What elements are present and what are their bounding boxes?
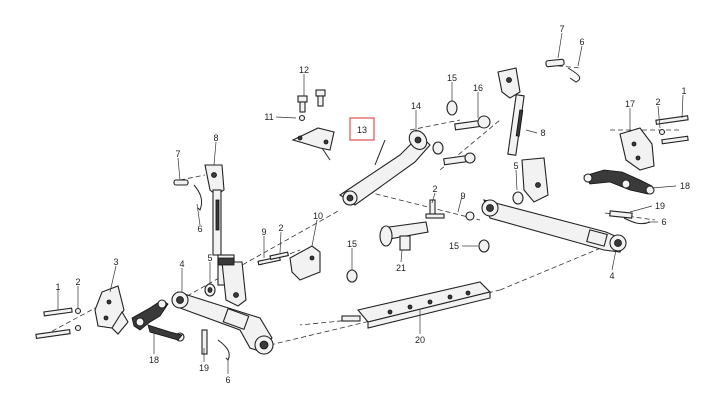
callout-9[interactable]: 9: [460, 191, 465, 201]
callout-12[interactable]: 12: [299, 65, 309, 75]
lower-link-right[interactable]: [481, 199, 627, 253]
highlight-box-13: [349, 117, 375, 141]
side-bolts-left[interactable]: [257, 245, 321, 281]
lift-rod-left[interactable]: [204, 164, 247, 307]
callout-2[interactable]: 2: [655, 97, 660, 107]
pin-clip-left[interactable]: [173, 179, 203, 211]
callout-15[interactable]: 15: [449, 241, 459, 251]
pin-21-assembly[interactable]: [379, 199, 475, 251]
callout-6[interactable]: 6: [225, 375, 230, 385]
callout-8[interactable]: 8: [540, 128, 545, 138]
callout-8[interactable]: 8: [213, 133, 218, 143]
drawbar[interactable]: [341, 281, 492, 329]
callout-4[interactable]: 4: [179, 259, 184, 269]
bracket-left[interactable]: [94, 285, 129, 335]
callout-19[interactable]: 19: [655, 201, 665, 211]
bracket-13[interactable]: [291, 127, 335, 161]
callout-14[interactable]: 14: [411, 101, 421, 111]
callout-20[interactable]: 20: [415, 335, 425, 345]
pin-clip-right[interactable]: [609, 210, 651, 225]
callout-9[interactable]: 9: [261, 227, 266, 237]
callouts: 1 2 3 4 5 7 8 6 9 2 10 12 11 13 14 15 16…: [55, 24, 690, 385]
callout-6[interactable]: 6: [197, 224, 202, 234]
callout-2[interactable]: 2: [278, 223, 283, 233]
callout-19[interactable]: 19: [199, 363, 209, 373]
callout-16[interactable]: 16: [473, 83, 483, 93]
leader-lines: [57, 32, 684, 374]
lower-link-left[interactable]: [171, 291, 274, 355]
callout-6[interactable]: 6: [579, 37, 584, 47]
callout-1[interactable]: 1: [681, 86, 686, 96]
callout-5[interactable]: 5: [513, 161, 518, 171]
pin-clip-top-right[interactable]: [545, 58, 581, 83]
assembly-lines: [44, 64, 680, 346]
bolts-right[interactable]: [655, 115, 689, 145]
callout-2[interactable]: 2: [75, 277, 80, 287]
callout-4[interactable]: 4: [609, 271, 614, 281]
bracket-right[interactable]: [619, 127, 655, 171]
callout-18[interactable]: 18: [149, 355, 159, 365]
pin-clip-bottom[interactable]: [201, 329, 230, 361]
top-link[interactable]: [339, 127, 431, 206]
callout-7[interactable]: 7: [175, 149, 180, 159]
callout-18[interactable]: 18: [680, 181, 690, 191]
callout-10[interactable]: 10: [313, 211, 323, 221]
stabilizer-chain-right[interactable]: [583, 169, 655, 195]
callout-2[interactable]: 2: [432, 184, 437, 194]
callout-15[interactable]: 15: [347, 239, 357, 249]
bolts-left[interactable]: [35, 307, 82, 339]
callout-1[interactable]: 1: [55, 282, 60, 292]
callout-5[interactable]: 5: [207, 253, 212, 263]
bolts-top[interactable]: [297, 89, 326, 122]
callout-11[interactable]: 11: [264, 112, 273, 122]
callout-13[interactable]: 13: [357, 125, 367, 135]
washer-right[interactable]: [512, 191, 524, 205]
washers-15[interactable]: [346, 239, 490, 283]
callout-6[interactable]: 6: [661, 217, 666, 227]
pins-center-top[interactable]: [432, 100, 491, 166]
washer-left[interactable]: [204, 283, 216, 297]
lift-rod-right[interactable]: [497, 67, 549, 203]
callout-3[interactable]: 3: [113, 257, 118, 267]
callout-17[interactable]: 17: [625, 99, 635, 109]
stabilizer-chain-left[interactable]: [131, 299, 185, 342]
callout-7[interactable]: 7: [559, 24, 564, 34]
callout-21[interactable]: 21: [396, 263, 406, 273]
callout-15[interactable]: 15: [447, 73, 457, 83]
